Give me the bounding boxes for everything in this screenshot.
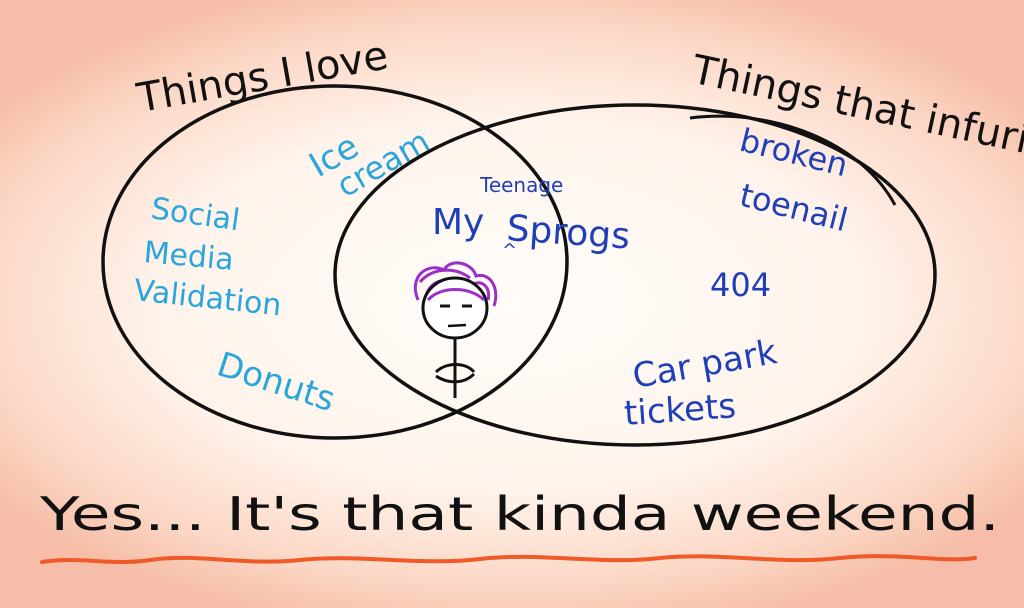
infuriate-circle — [333, 103, 937, 447]
figure-mouth — [447, 323, 467, 328]
teenage-label: Teenage — [479, 173, 563, 197]
media-label: Media — [142, 235, 235, 278]
title-things-i-love: Things I love — [133, 33, 392, 123]
toenail-label: toenail — [736, 176, 851, 239]
donuts-label: Donuts — [212, 345, 340, 420]
figure-fringe — [426, 288, 486, 302]
caption-text: Yes... It's that kinda weekend. — [39, 487, 1000, 541]
social-label: Social — [149, 191, 242, 238]
car-park-label: Car park — [630, 332, 780, 397]
figure-arms — [434, 363, 476, 384]
code-404-label: 404 — [710, 266, 771, 304]
caption-underline — [40, 554, 977, 564]
love-circle — [101, 84, 569, 440]
stick-figure — [413, 261, 498, 398]
figure-hair — [413, 261, 498, 307]
validation-label: Validation — [132, 273, 283, 323]
sketch-stroke — [689, 114, 897, 206]
sprogs-label: Sprogs — [505, 208, 631, 258]
my-label: My — [432, 202, 484, 243]
figure-head — [421, 276, 489, 340]
tickets-label: tickets — [623, 386, 737, 434]
caret-mark: ^ — [502, 240, 517, 261]
